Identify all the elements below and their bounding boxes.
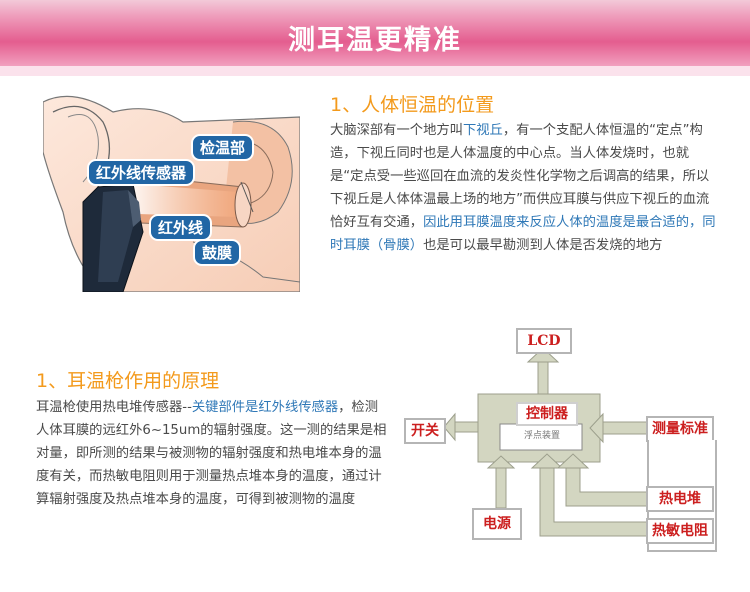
s1-text-highlight: 因此用耳膜温度来反应人体的温度是最合适的，同时耳膜（骨膜） — [330, 215, 716, 253]
label-infrared: 红外线 — [149, 214, 213, 241]
block-diagram-pipes — [443, 347, 649, 537]
section2-paragraph: 耳温枪使用热电堆传感器--关键部件是红外线传感器，检测人体耳膜的远红外6~15u… — [36, 396, 388, 511]
label-eardrum: 鼓膜 — [193, 239, 242, 266]
label-detect-part: 检温部 — [191, 134, 255, 161]
section2-heading: 1、耳温枪作用的原理 — [36, 370, 220, 392]
calibration-box: 测量标准 — [646, 416, 714, 442]
banner-title: 测耳温更精准 — [288, 25, 462, 56]
section1-paragraph: 大脑深部有一个地方叫下视丘，有一个支配人体恒温的“定点”构造，下视丘同时也是人体… — [330, 119, 720, 257]
thermopile-box: 热电堆 — [646, 486, 714, 512]
lcd-box: LCD — [516, 328, 572, 354]
s1-text-hypothalamus: 下视丘 — [462, 123, 503, 138]
title-banner: 测耳温更精准 — [0, 0, 750, 76]
s2-text-a: 耳温枪使用热电堆传感器-- — [36, 400, 192, 415]
thermistor-box: 热敏电阻 — [646, 518, 714, 544]
block-diagram: LCD 控制器 浮点装置 开关 电源 测量标准 热电堆 热敏电阻 — [400, 318, 720, 588]
controller-label: 控制器 — [516, 402, 578, 426]
s2-text-c: ，检测人体耳膜的远红外6~15um的辐射强度。这一测的结果是相对量，即所测的结果… — [36, 400, 387, 507]
section1-heading: 1、人体恒温的位置 — [330, 94, 495, 116]
banner-stripe — [0, 66, 750, 76]
s1-text-c: ，有一个支配人体恒温的“定点”构造，下视丘同时也是人体温度的中心点。当人体发烧时… — [330, 123, 710, 230]
chip-label: 浮点装置 — [523, 431, 560, 441]
s1-text-a: 大脑深部有一个地方叫 — [330, 123, 463, 138]
switch-box: 开关 — [404, 418, 446, 444]
ear-cross-section — [42, 92, 301, 293]
label-infrared-sensor: 红外线传感器 — [87, 159, 196, 186]
ear-illustration: 检温部 红外线传感器 红外线 鼓膜 — [42, 92, 301, 293]
s1-text-e: 也是可以最早勘测到人体是否发烧的地方 — [423, 238, 663, 253]
s2-text-highlight: 关键部件是红外线传感器 — [191, 400, 339, 415]
power-box: 电源 — [472, 508, 522, 540]
